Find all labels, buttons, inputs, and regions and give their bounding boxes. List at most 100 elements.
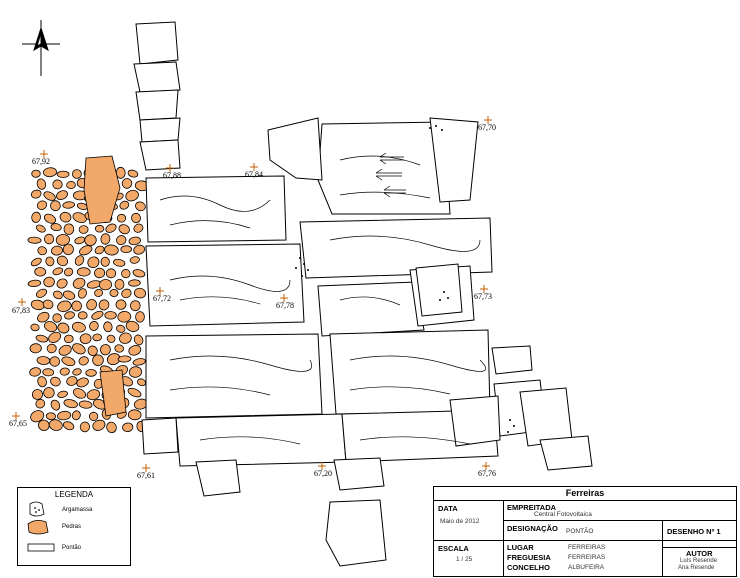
stone: [72, 169, 82, 179]
stone: [71, 321, 86, 333]
stone: [72, 388, 87, 399]
stone: [71, 410, 81, 421]
stone: [105, 223, 117, 233]
stone: [30, 410, 45, 423]
designacao-label: DESIGNAÇÃO: [507, 524, 558, 533]
stone: [115, 299, 127, 310]
elevation-label: 67,73: [474, 292, 492, 301]
elevation-markers: [12, 116, 492, 472]
stone: [56, 255, 68, 267]
stone: [117, 355, 132, 363]
stone: [92, 419, 106, 431]
stone: [78, 225, 89, 234]
stone: [61, 356, 76, 367]
stone: [27, 279, 42, 288]
stone: [116, 324, 126, 333]
elevation-marker-icon: [482, 462, 490, 470]
stone: [52, 267, 64, 276]
stone: [72, 277, 86, 289]
stone: [52, 313, 62, 323]
stone: [50, 223, 62, 232]
stone: [94, 224, 105, 233]
stone: [32, 389, 43, 400]
stone: [86, 299, 97, 311]
stone: [133, 244, 146, 255]
stone: [79, 245, 93, 256]
stone: [92, 333, 102, 342]
stone-large: [83, 155, 121, 225]
stones-orange: [27, 155, 149, 434]
escala-label: ESCALA: [438, 544, 469, 553]
stone: [66, 376, 78, 386]
stone: [58, 344, 72, 356]
stone: [27, 236, 42, 244]
stone: [30, 323, 40, 332]
stone: [50, 399, 61, 411]
stone: [36, 178, 47, 190]
stone: [43, 387, 55, 399]
stone: [35, 398, 46, 409]
elevation-label: 67,61: [137, 471, 155, 480]
stone: [129, 256, 140, 264]
stone: [128, 344, 142, 356]
stone: [64, 334, 74, 344]
stone: [127, 409, 142, 421]
stone: [100, 256, 110, 267]
stone: [99, 279, 112, 291]
stone: [79, 333, 92, 345]
stone: [128, 366, 143, 378]
stone-texture-lines: [159, 152, 486, 445]
stone: [113, 258, 126, 267]
stone: [43, 167, 57, 178]
stone: [88, 411, 99, 421]
stone: [43, 213, 57, 224]
elevation-marker-icon: [480, 285, 488, 293]
designacao-value: PONTÃO: [566, 528, 594, 535]
stone: [37, 376, 47, 388]
pontao-symbol-icon: [27, 543, 55, 552]
stone: [29, 367, 42, 377]
stone: [45, 256, 55, 267]
stone: [84, 234, 97, 247]
stone: [121, 178, 133, 189]
elevation-label: 67,83: [12, 306, 30, 315]
stone: [59, 211, 72, 223]
stone: [92, 354, 104, 367]
elevation-marker-icon: [250, 163, 258, 171]
stone: [106, 334, 116, 343]
stone: [30, 189, 42, 199]
stone: [118, 224, 130, 235]
elevation-marker-icon: [142, 464, 150, 472]
autor-name: Ana Resende: [678, 565, 715, 571]
stone: [36, 356, 51, 365]
stone: [77, 288, 87, 299]
stone: [135, 311, 145, 323]
stone: [62, 421, 75, 431]
elevation-label: 67,65: [9, 419, 27, 428]
mortar-symbol-icon: [29, 501, 45, 517]
stone: [104, 244, 119, 256]
stone: [87, 256, 100, 269]
stone-large: [99, 369, 127, 417]
legend-title: LEGENDA: [54, 490, 94, 499]
stone: [76, 267, 91, 277]
stone: [104, 311, 117, 320]
elevation-label: 67,20: [314, 469, 332, 478]
stone: [37, 419, 50, 431]
stone: [43, 276, 55, 288]
stone: [135, 201, 146, 212]
concelho-label: CONCELHO: [507, 563, 550, 572]
stone: [125, 320, 140, 332]
stone: [94, 267, 106, 279]
title-block: Ferreiras DATA Maio de 2012 EMPREITADA C…: [433, 486, 737, 577]
stone: [121, 288, 132, 299]
north-arrow-icon: [22, 20, 60, 76]
drawing-title: Ferreiras: [434, 487, 736, 501]
stone: [31, 211, 41, 223]
stone: [29, 343, 42, 354]
stone: [133, 334, 144, 346]
autor-label: AUTOR: [686, 549, 713, 558]
stone: [35, 224, 46, 233]
stone: [62, 290, 76, 300]
stone: [57, 300, 72, 313]
